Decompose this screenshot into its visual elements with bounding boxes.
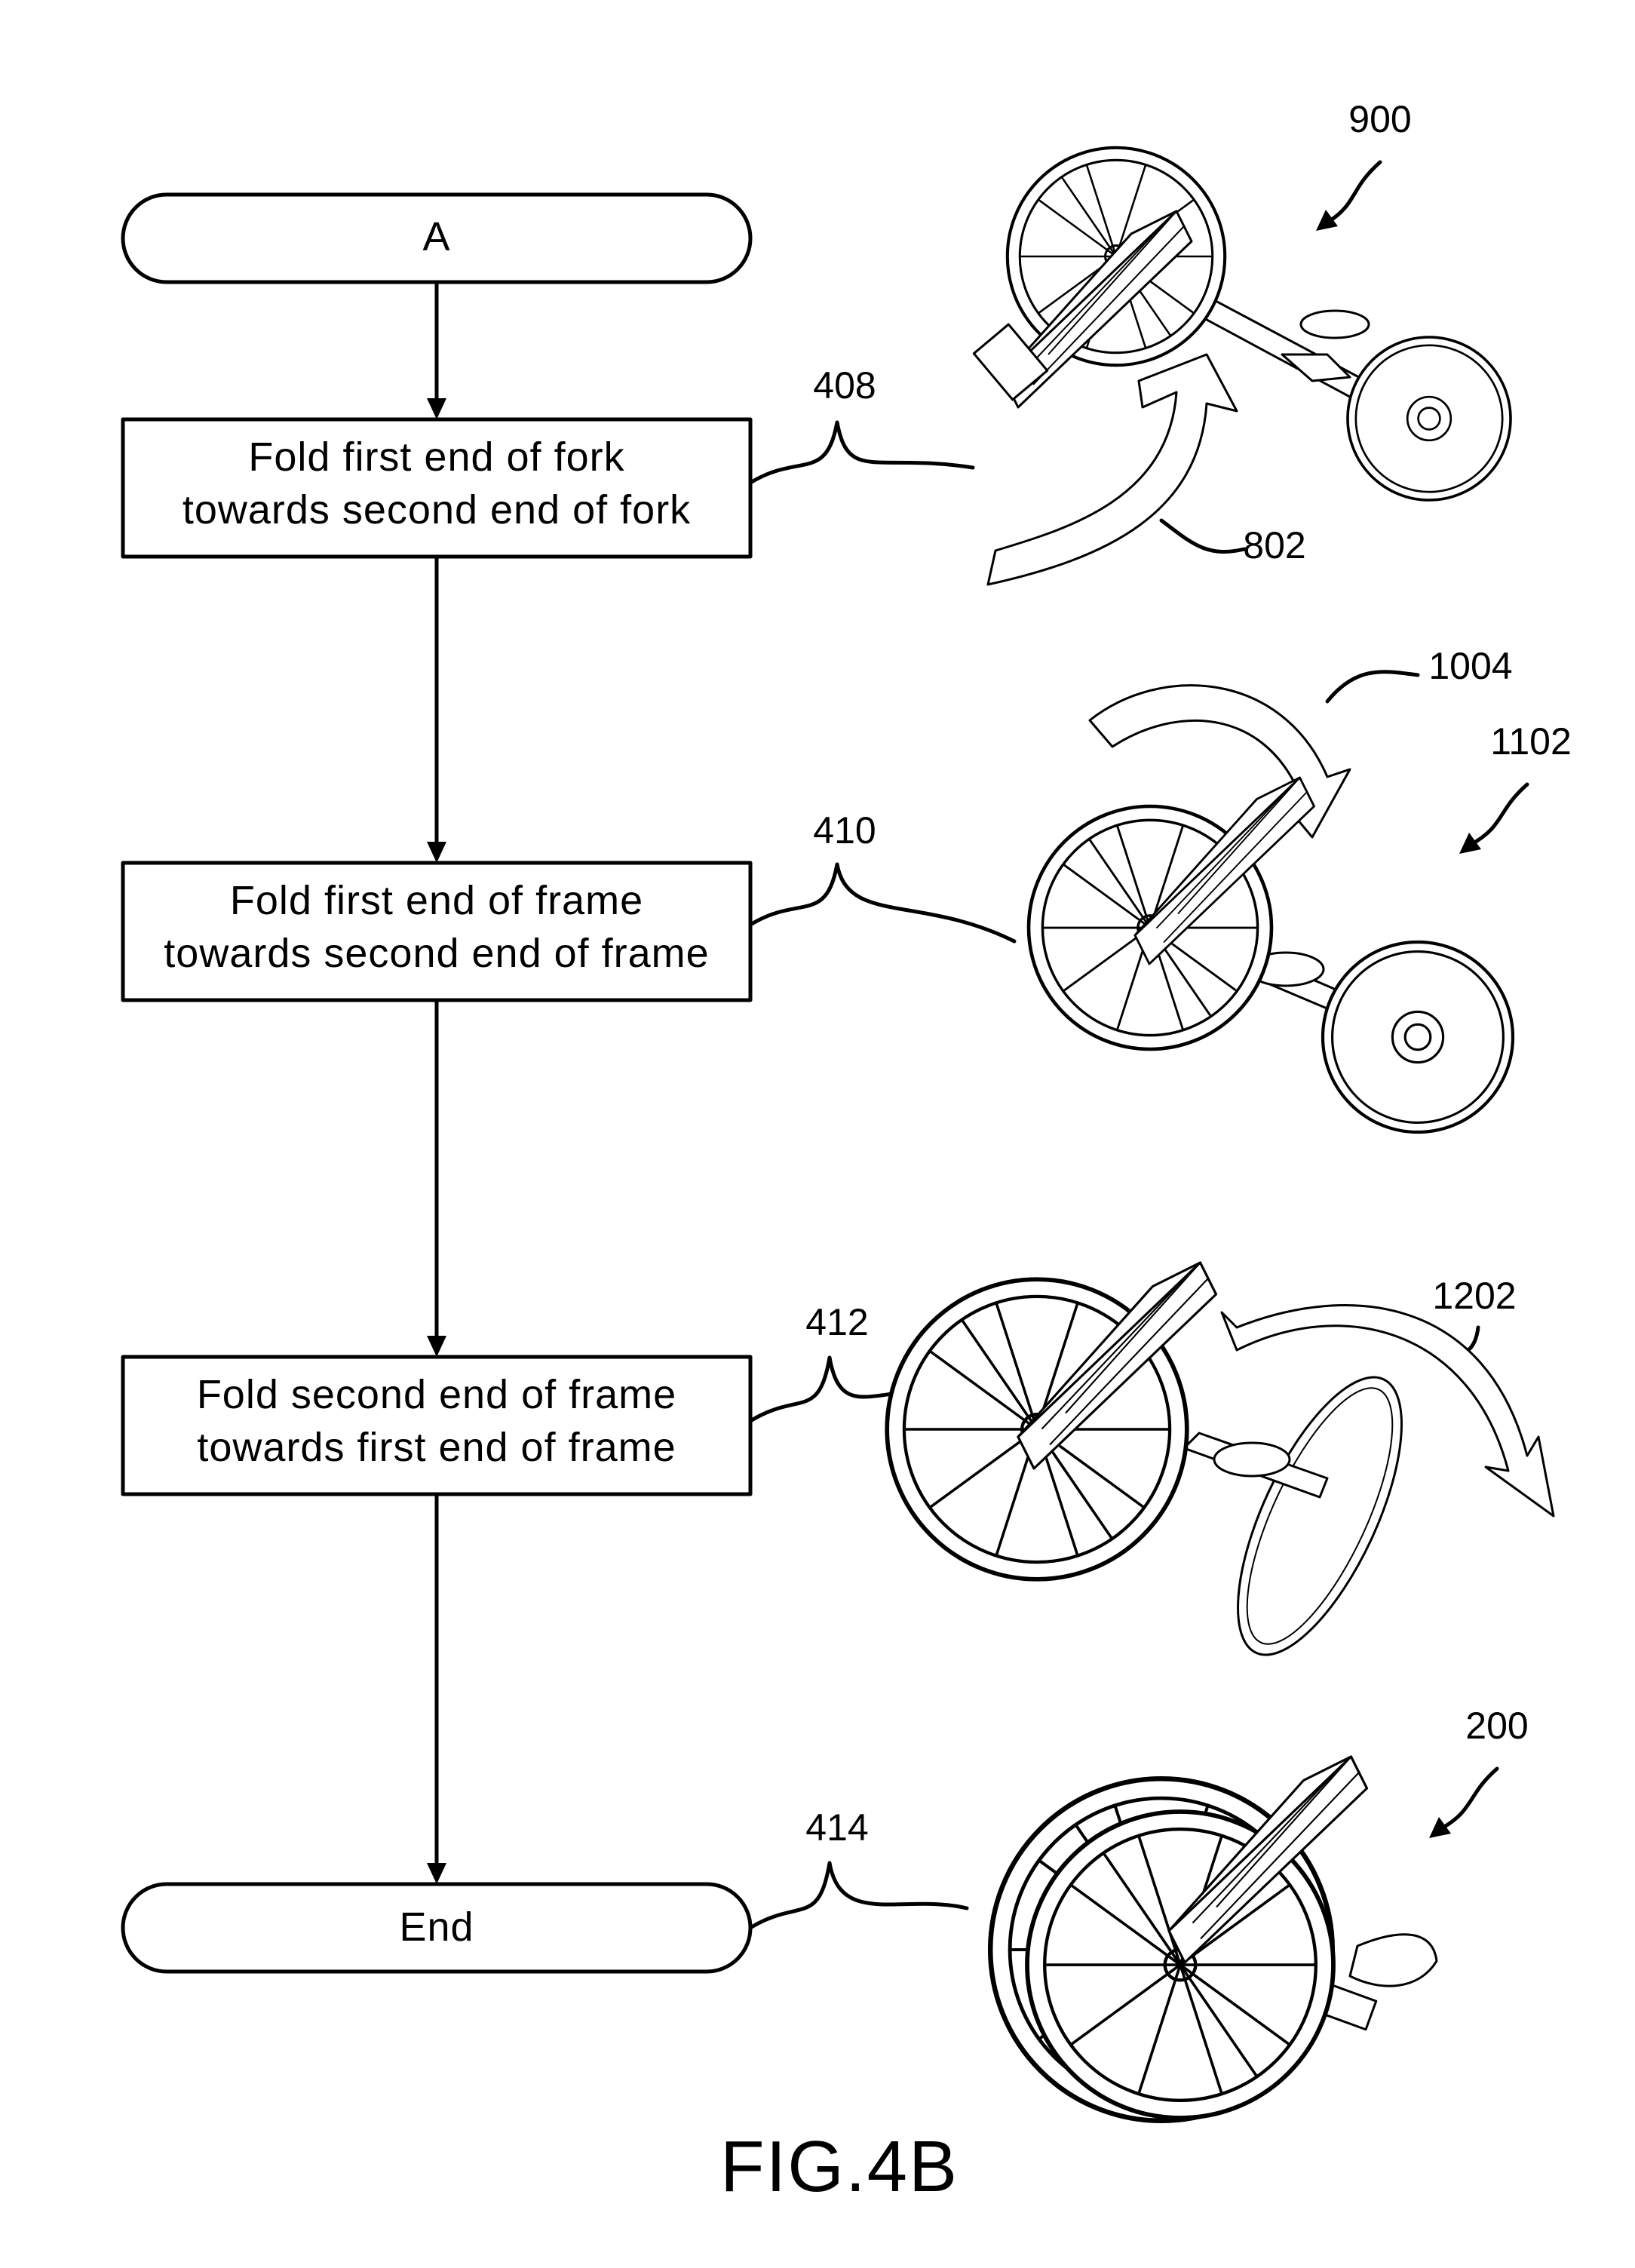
illustration-200: 200 — [990, 1705, 1529, 2121]
ref-1004: 1004 — [1428, 645, 1512, 687]
figure-caption: FIG.4B — [720, 2126, 959, 2207]
leader-410 — [748, 862, 1017, 944]
ref-1102: 1102 — [1490, 720, 1572, 763]
step-412-line2: towards first end of frame — [197, 1425, 676, 1470]
step-412-line1: Fold second end of frame — [197, 1372, 676, 1417]
arrowhead — [1429, 1817, 1451, 1838]
rotation-arrow-1202 — [1220, 1304, 1555, 1518]
illustration-900: 900 802 — [972, 98, 1512, 586]
ref-900-arrow — [1325, 160, 1382, 225]
end-label: End — [399, 1904, 474, 1950]
arrowhead — [427, 842, 446, 863]
illustration-1202: 1202 — [887, 1261, 1555, 1656]
ref-408: 408 — [813, 364, 876, 407]
arrowhead — [1459, 833, 1481, 854]
ref-1102-arrow — [1468, 782, 1529, 847]
step-410-line1: Fold first end of frame — [230, 878, 643, 923]
leader-412 — [748, 1355, 940, 1423]
leader-414 — [748, 1861, 969, 1930]
ref-200: 200 — [1465, 1705, 1528, 1747]
step-410-line2: towards second end of frame — [164, 931, 709, 976]
ref-412: 412 — [805, 1301, 868, 1343]
step-408-line1: Fold first end of fork — [248, 434, 624, 480]
leader-408 — [748, 420, 975, 485]
ref-200-arrow — [1438, 1766, 1499, 1831]
rotation-arrow-802 — [986, 353, 1238, 586]
start-label: A — [422, 214, 450, 259]
ref-1202: 1202 — [1432, 1275, 1516, 1317]
ref-802: 802 — [1243, 524, 1305, 566]
ref-410: 410 — [813, 809, 876, 852]
arrowhead — [1316, 210, 1338, 231]
ref-900: 900 — [1348, 98, 1411, 140]
ref-414: 414 — [805, 1806, 868, 1849]
illustration-1102: 1004 1102 — [1029, 645, 1572, 1132]
arrowhead — [427, 1863, 446, 1884]
arrowhead — [427, 1336, 446, 1357]
arrowhead — [427, 398, 446, 419]
step-408-line2: towards second end of fork — [183, 487, 691, 532]
